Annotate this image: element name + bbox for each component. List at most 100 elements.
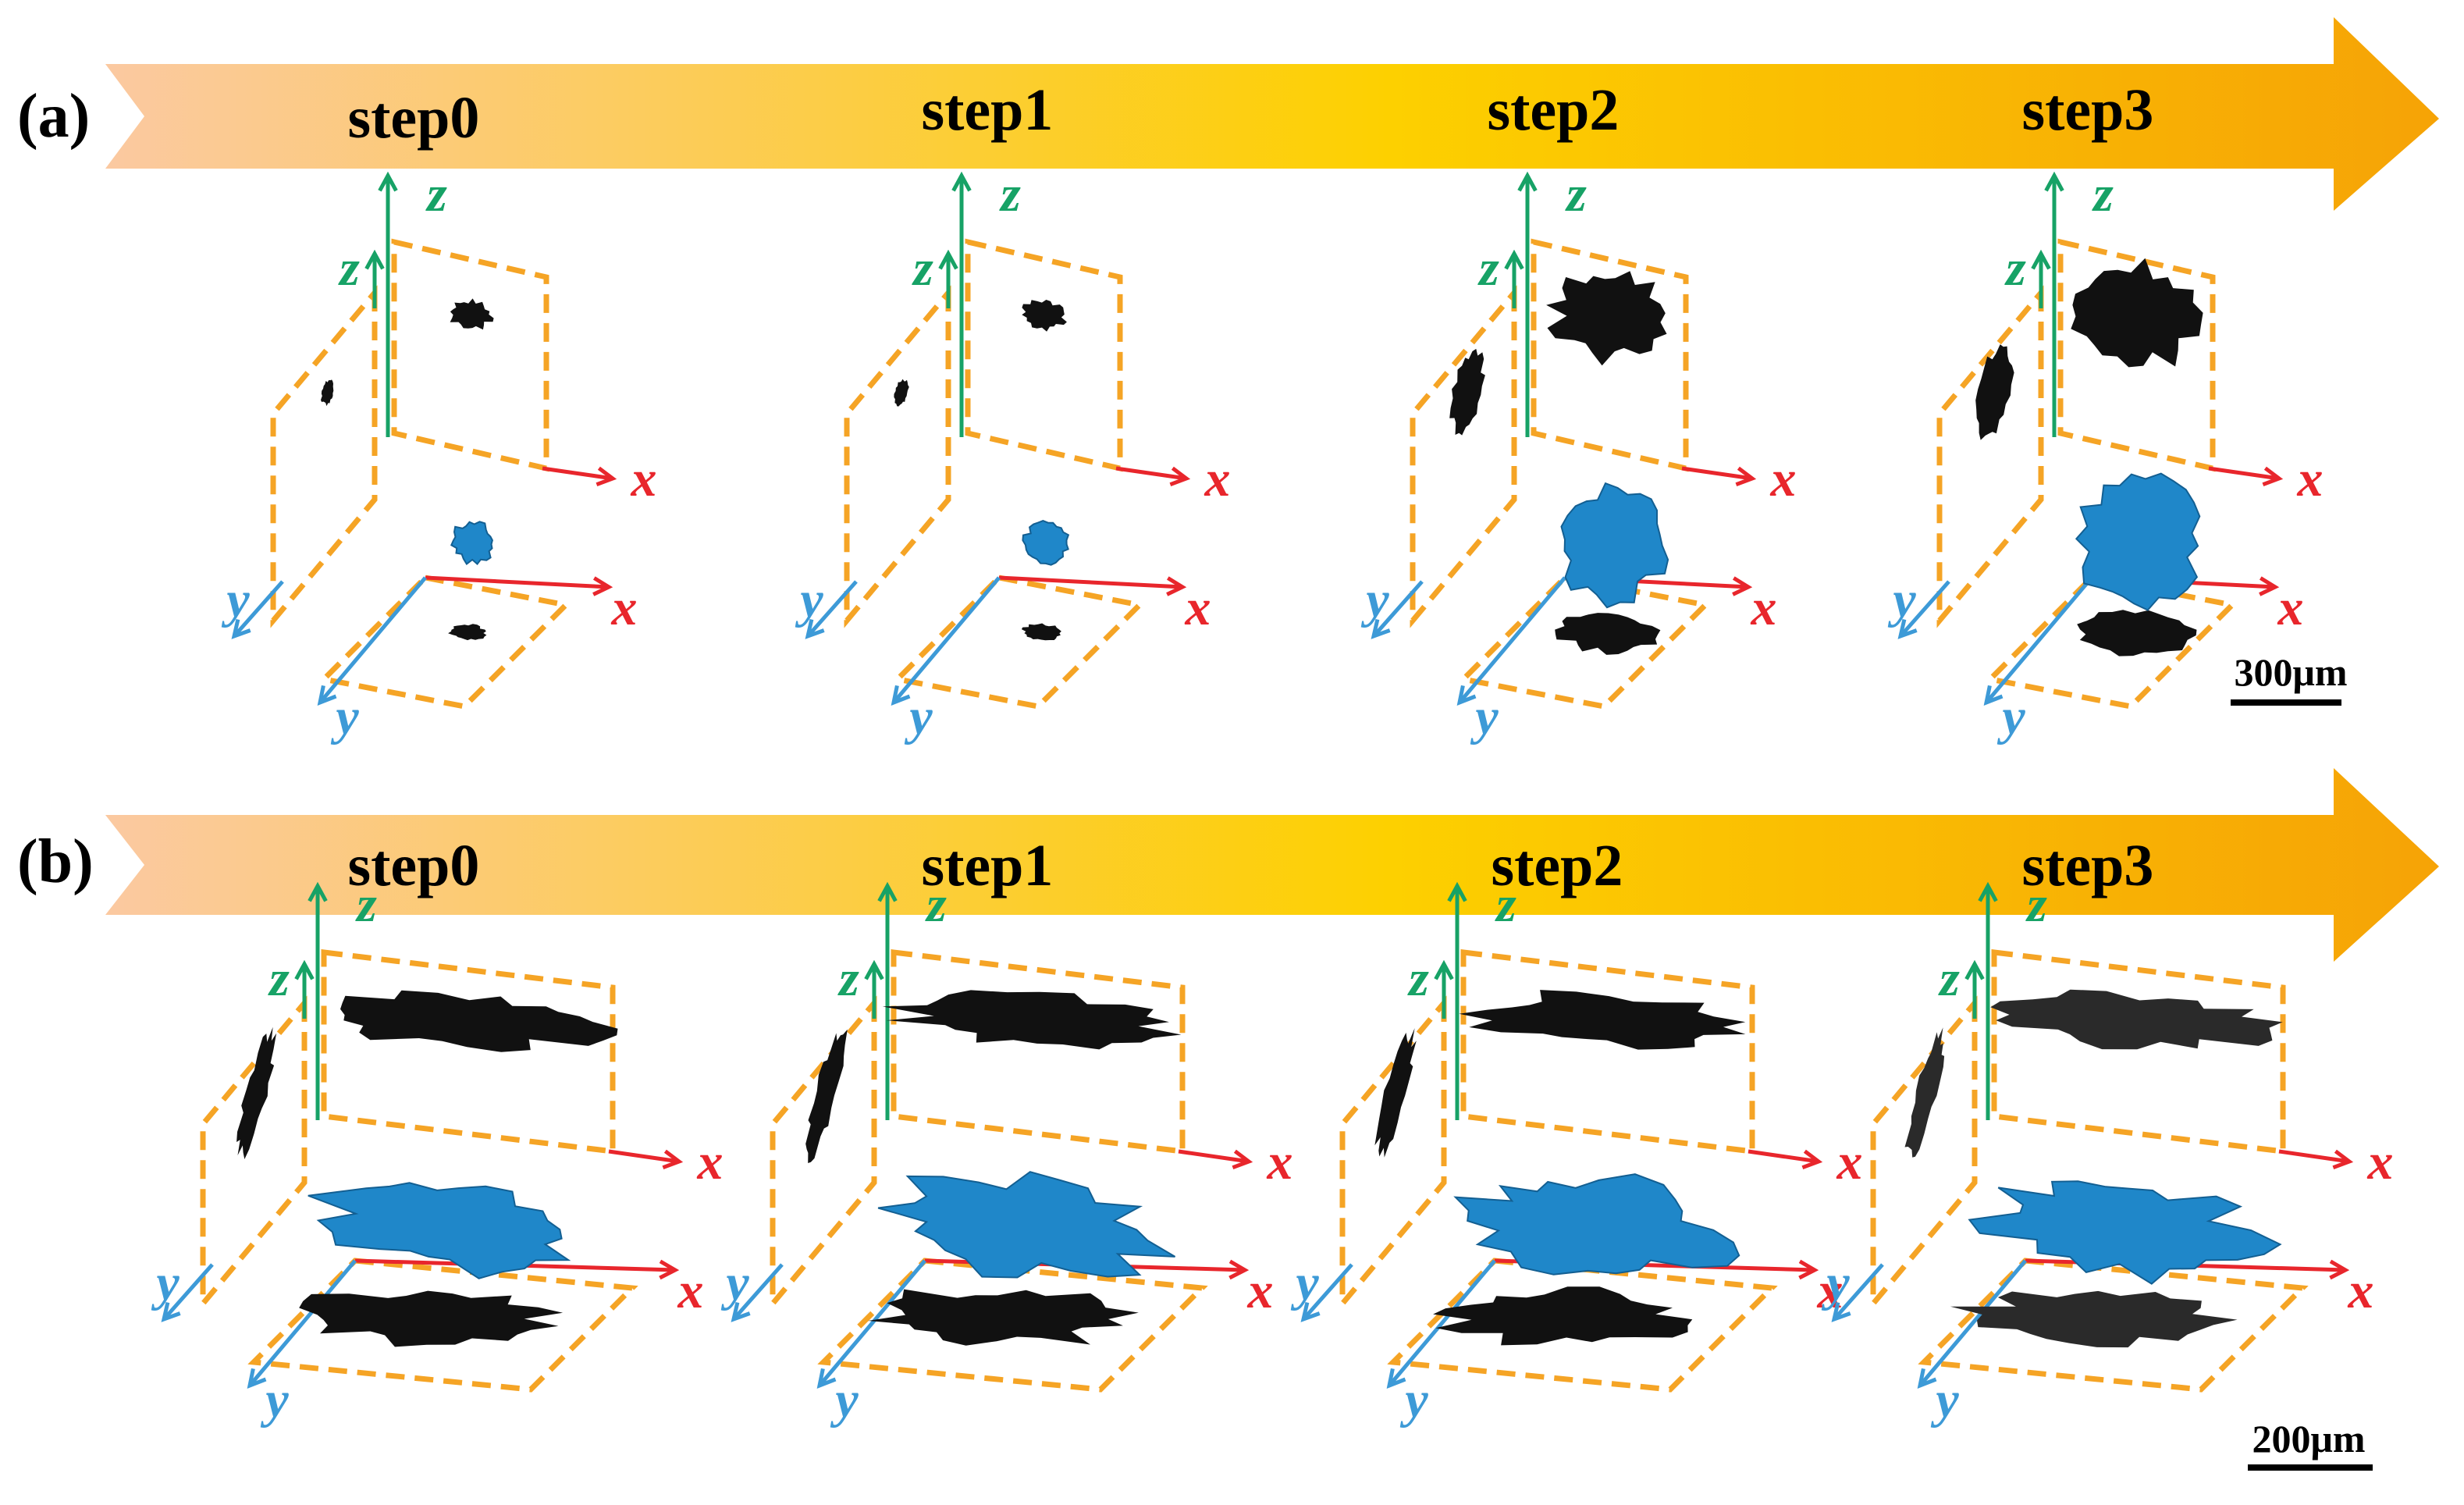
xz-pore-section xyxy=(340,990,618,1052)
x-axis-arrow-back xyxy=(1115,466,1191,487)
y-axis-label-left: y xyxy=(221,571,250,628)
scale-bar-a: 300μm xyxy=(2231,650,2348,706)
y-axis-arrow-left xyxy=(1300,1263,1353,1322)
xz-section-frame xyxy=(391,238,549,472)
x-axis-arrow-back xyxy=(2278,1149,2354,1170)
z-axis-arrow-left xyxy=(2031,249,2051,308)
x-axis-label-bottom: x xyxy=(2348,1262,2374,1319)
x-axis-arrow-back xyxy=(542,466,617,487)
x-axis-label-back: x xyxy=(1267,1133,1293,1190)
xy-section-frame xyxy=(1457,575,1712,710)
pore-3d-model xyxy=(1560,482,1669,609)
yz-pore-section xyxy=(1904,1027,1945,1158)
pore-3d-model xyxy=(450,521,493,565)
y-axis-arrow-left xyxy=(805,580,858,639)
xy-section-frame xyxy=(1984,575,2238,710)
xy-pore-section xyxy=(1433,1286,1693,1346)
yz-section-frame xyxy=(1410,285,1517,628)
xy-pore-section xyxy=(299,1290,564,1347)
y-axis-arrow-bottom xyxy=(1983,576,2093,706)
step-label-b-1: step1 xyxy=(922,833,1054,898)
x-axis-label-back: x xyxy=(1836,1133,1863,1190)
yz-pore-section xyxy=(805,1029,848,1163)
z-axis-arrow-back xyxy=(951,171,972,437)
scale-bar-label-b: 200μm xyxy=(2252,1417,2366,1461)
step-label-a-0: step0 xyxy=(348,85,480,151)
yz-section-frame xyxy=(270,285,378,628)
x-axis-label-bottom: x xyxy=(1817,1262,1844,1319)
yz-section-frame xyxy=(844,285,951,628)
y-axis-label-bottom: y xyxy=(904,688,933,745)
step-label-a-1: step1 xyxy=(922,77,1054,143)
z-axis-label-left: z xyxy=(1938,950,1960,1007)
x-axis-label-back: x xyxy=(631,450,657,507)
y-axis-arrow-left xyxy=(1371,580,1424,639)
y-axis-label-bottom: y xyxy=(260,1372,289,1429)
y-axis-label-left: y xyxy=(1290,1254,1319,1311)
y-axis-arrow-bottom xyxy=(1917,1259,2027,1389)
y-axis-label-bottom: y xyxy=(330,688,359,745)
pore-3d-model xyxy=(308,1182,571,1279)
y-axis-arrow-bottom xyxy=(317,576,427,706)
yz-section-frame xyxy=(1339,995,1447,1311)
process-arrow-a xyxy=(105,17,2439,211)
yz-section-frame xyxy=(770,995,877,1311)
yz-pore-section xyxy=(1975,344,2014,440)
yz-pore-section xyxy=(894,379,909,407)
xy-pore-section xyxy=(868,1289,1139,1346)
y-axis-label-left: y xyxy=(720,1254,749,1311)
y-axis-label-bottom: y xyxy=(830,1372,859,1429)
xy-section-frame xyxy=(247,1258,638,1393)
y-axis-label-left: y xyxy=(1360,571,1389,628)
y-axis-arrow-bottom xyxy=(1386,1259,1496,1389)
yz-pore-section xyxy=(1449,348,1485,436)
z-axis-arrow-back xyxy=(378,171,398,437)
xy-section-frame xyxy=(1387,1258,1778,1393)
z-axis-label-left: z xyxy=(1477,240,1499,297)
xy-section-frame xyxy=(318,575,572,710)
z-axis-label-back: z xyxy=(2025,876,2047,933)
x-axis-arrow-bottom xyxy=(998,575,1187,596)
yz-section-frame xyxy=(200,995,308,1311)
pore-3d-model xyxy=(877,1171,1176,1279)
z-axis-label-left: z xyxy=(1407,950,1429,1007)
x-axis-arrow-back xyxy=(1178,1149,1253,1170)
yz-pore-section xyxy=(236,1026,277,1159)
xz-section-frame xyxy=(1991,949,2286,1155)
y-axis-arrow-bottom xyxy=(1456,576,1566,706)
pore-3d-model xyxy=(1968,1180,2282,1285)
step-label-a-2: step2 xyxy=(1488,77,1620,143)
step-label-b-3: step3 xyxy=(2022,833,2154,898)
xy-pore-section xyxy=(1021,623,1061,641)
x-axis-arrow-back xyxy=(1748,1149,1823,1170)
z-axis-label-left: z xyxy=(268,950,290,1007)
x-axis-arrow-back xyxy=(608,1149,684,1170)
z-axis-label-left: z xyxy=(2004,240,2026,297)
xz-section-frame xyxy=(891,949,1186,1155)
step-label-b-0: step0 xyxy=(348,833,480,898)
z-axis-arrow-left xyxy=(938,249,958,308)
xz-pore-section xyxy=(2071,258,2203,368)
x-axis-label-back: x xyxy=(2297,450,2324,507)
z-axis-arrow-left xyxy=(364,249,385,308)
xz-section-frame xyxy=(321,949,616,1155)
pore-3d-model xyxy=(2075,472,2201,611)
x-axis-label-bottom: x xyxy=(1247,1262,1274,1319)
z-axis-label-back: z xyxy=(2092,165,2114,222)
y-axis-label-left: y xyxy=(1821,1254,1850,1311)
xz-section-frame xyxy=(1460,949,1755,1155)
xy-section-frame xyxy=(817,1258,1208,1393)
y-axis-arrow-bottom xyxy=(891,576,1001,706)
x-axis-label-bottom: x xyxy=(1185,579,1211,636)
x-axis-label-bottom: x xyxy=(611,579,638,636)
z-axis-arrow-back xyxy=(877,881,898,1120)
y-axis-label-bottom: y xyxy=(1399,1372,1428,1429)
xz-pore-section xyxy=(1459,990,1746,1050)
z-axis-label-back: z xyxy=(999,165,1021,222)
panel-tag-b: (b) xyxy=(17,827,94,896)
scale-bar-b: 200μm xyxy=(2248,1417,2373,1471)
